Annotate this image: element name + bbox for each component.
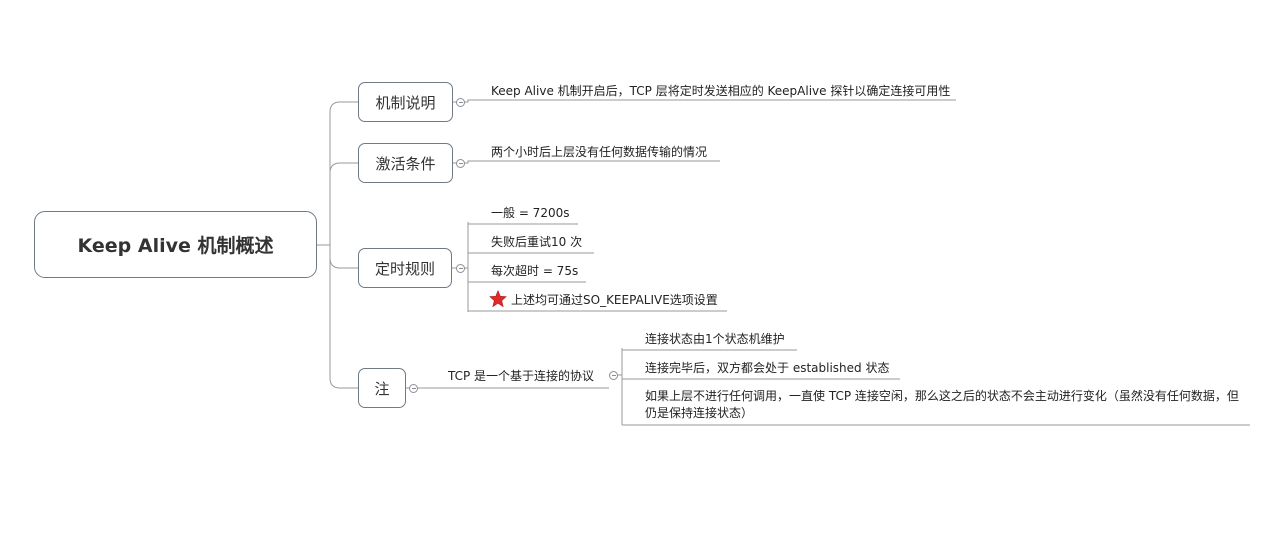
note-item-idle: 如果上层不进行任何调用，一直使 TCP 连接空闲，那么这之后的状态不会主动进行变…	[645, 389, 1239, 420]
note-sub-topic: TCP 是一个基于连接的协议	[448, 369, 595, 383]
timing-item-timeout: 每次超时 = 75s	[491, 264, 579, 278]
note-item-state-machine: 连接状态由1个状态机维护	[645, 332, 785, 346]
timing-item-note-label: 上述均可通过SO_KEEPALIVE选项设置	[511, 293, 718, 307]
branch-timing-label: 定时规则	[374, 259, 435, 278]
note-item-established: 连接完毕后，双方都会处于 established 状态	[645, 361, 890, 375]
branch-timing[interactable]: 定时规则	[358, 248, 452, 288]
root-title: Keep Alive 机制概述	[77, 235, 274, 257]
branch-activation-label: 激活条件	[375, 154, 436, 173]
collapse-toggle-icon[interactable]	[409, 384, 418, 393]
branch-note-label: 注	[374, 379, 390, 398]
branch-note[interactable]: 注	[358, 368, 406, 408]
collapse-toggle-icon[interactable]	[456, 98, 465, 107]
branch-activation[interactable]: 激活条件	[358, 143, 453, 183]
branch-mechanism-label: 机制说明	[375, 93, 436, 112]
collapse-toggle-icon[interactable]	[456, 264, 465, 273]
mechanism-item: Keep Alive 机制开启后，TCP 层将定时发送相应的 KeepAlive…	[491, 84, 951, 98]
timing-item-default: 一般 = 7200s	[491, 206, 570, 220]
star-icon	[489, 290, 507, 307]
activation-item: 两个小时后上层没有任何数据传输的情况	[491, 145, 708, 159]
root-node[interactable]: Keep Alive 机制概述	[34, 211, 317, 278]
collapse-toggle-icon[interactable]	[609, 371, 618, 380]
collapse-toggle-icon[interactable]	[456, 159, 465, 168]
timing-item-retry: 失败后重试10 次	[491, 235, 583, 249]
timing-item-note: 上述均可通过SO_KEEPALIVE选项设置	[489, 290, 718, 308]
branch-mechanism[interactable]: 机制说明	[358, 82, 453, 122]
